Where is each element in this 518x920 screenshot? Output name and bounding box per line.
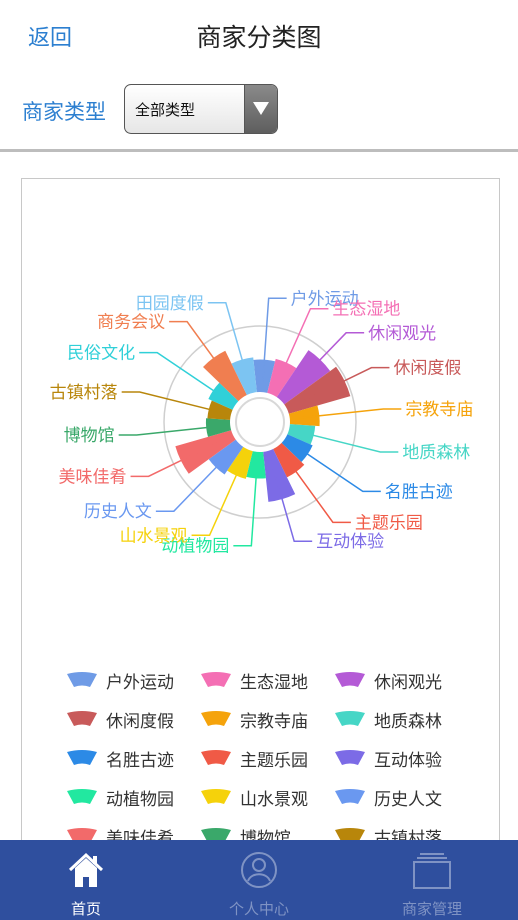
merchant-type-value: 全部类型 [135, 101, 196, 119]
rose-label: 美味佳肴 [59, 467, 127, 487]
label-leader-line [295, 366, 390, 406]
legend-label: 休闲观光 [374, 673, 442, 693]
tab-home[interactable]: 首页 [0, 840, 172, 920]
rose-label: 户外运动 [291, 289, 359, 309]
tab-profile[interactable]: 个人中心 [173, 840, 345, 920]
label-leader-line [233, 461, 258, 547]
legend-label: 主题乐园 [240, 751, 308, 771]
tab-home-label: 首页 [70, 900, 101, 918]
dropdown-button[interactable] [244, 85, 277, 133]
merchant-type-label: 商家类型 [22, 100, 106, 124]
legend-swatch [201, 711, 231, 726]
legend-label: 地质森林 [374, 712, 442, 732]
label-leader-line [298, 430, 399, 453]
legend-swatch [201, 750, 231, 765]
label-leader-line [130, 438, 225, 478]
rose-label: 博物馆 [64, 426, 115, 446]
label-leader-line [287, 332, 365, 394]
rose-label: 动植物园 [161, 537, 229, 557]
tab-merchant[interactable]: 商家管理 [346, 840, 518, 920]
legend-label: 休闲度假 [106, 712, 174, 732]
legend-label: 户外运动 [106, 673, 174, 693]
rose-label: 古镇村落 [50, 383, 118, 403]
rose-label: 主题乐园 [355, 513, 423, 533]
rose-label: 休闲观光 [368, 324, 436, 344]
legend-label: 生态湿地 [240, 673, 308, 693]
label-leader-line [275, 307, 329, 386]
rose-sector[interactable] [231, 357, 257, 396]
label-leader-line [292, 443, 381, 493]
rose-sector[interactable] [208, 382, 239, 410]
label-leader-line [139, 351, 228, 401]
guide-circle [163, 325, 357, 519]
chart-card: 户外运动生态湿地休闲观光休闲度假宗教寺庙地质森林名胜古迹主题乐园互动体验动植物园… [21, 178, 500, 888]
rose-label: 民俗文化 [67, 344, 135, 364]
folder-icon [413, 853, 451, 889]
legend-swatch [67, 750, 97, 765]
legend-swatch [201, 672, 231, 687]
tab-merchant-label: 商家管理 [401, 900, 462, 918]
label-leader-line [118, 425, 221, 436]
rose-sector[interactable] [253, 359, 276, 393]
tab-profile-label: 个人中心 [228, 900, 289, 918]
legend-label: 宗教寺庙 [240, 712, 308, 732]
rose-sector[interactable] [288, 405, 320, 427]
header: 返回 商家分类图 [0, 0, 518, 72]
legend-swatch [201, 828, 231, 843]
label-leader-line [282, 453, 351, 524]
label-leader-line [155, 450, 233, 512]
merchant-type-select[interactable]: 全部类型 [124, 84, 278, 134]
label-leader-line [262, 297, 287, 383]
back-button[interactable]: 返回 [28, 26, 73, 51]
label-leader-line [207, 302, 250, 384]
legend-swatch [67, 672, 97, 687]
rose-label: 山水景观 [120, 526, 188, 546]
legend-label: 互动体验 [374, 751, 442, 771]
legend-label: 名胜古迹 [106, 751, 174, 771]
rose-label: 生态湿地 [332, 300, 400, 320]
triangle-down-icon [253, 102, 269, 115]
rose-sector[interactable] [273, 442, 305, 478]
rose-label: 互动体验 [316, 532, 384, 552]
inner-circle [235, 397, 285, 447]
rose-label: 地质森林 [402, 443, 470, 463]
legend-swatch [67, 789, 97, 804]
rose-sector[interactable] [281, 434, 313, 463]
rose-label: 宗教寺庙 [405, 400, 473, 420]
legend-label: 历史人文 [374, 790, 442, 810]
rose-sector[interactable] [207, 400, 233, 420]
filter-row: 商家类型 全部类型 [0, 80, 518, 142]
label-leader-line [121, 391, 222, 414]
rose-label: 名胜古迹 [385, 482, 453, 502]
legend-swatch [335, 828, 365, 843]
label-leader-line [270, 460, 313, 542]
rose-label: 历史人文 [84, 502, 152, 522]
user-icon [241, 852, 277, 888]
legend-swatch [67, 711, 97, 726]
rose-sector[interactable] [287, 424, 316, 445]
label-leader-line [191, 458, 245, 537]
legend-swatch [335, 789, 365, 804]
legend-swatch [201, 789, 231, 804]
rose-sector[interactable] [246, 451, 266, 479]
legend-label: 动植物园 [106, 790, 174, 810]
legend-swatch [67, 828, 97, 843]
label-leader-line [169, 320, 238, 391]
tab-bar: 首页 个人中心 商家管理 [0, 840, 518, 920]
rose-sector[interactable] [267, 358, 297, 398]
rose-sector[interactable] [227, 446, 253, 479]
legend-swatch [335, 711, 365, 726]
legend-swatch [335, 750, 365, 765]
legend-swatch [335, 672, 365, 687]
legend-label: 山水景观 [240, 790, 308, 810]
rose-label: 商务会议 [97, 313, 165, 333]
rose-label: 休闲度假 [393, 359, 461, 379]
rose-label: 田园度假 [136, 294, 204, 314]
page-title: 商家分类图 [196, 23, 322, 52]
divider [0, 149, 518, 152]
label-leader-line [299, 408, 402, 419]
home-icon [68, 852, 104, 887]
rose-sector[interactable] [205, 418, 232, 437]
